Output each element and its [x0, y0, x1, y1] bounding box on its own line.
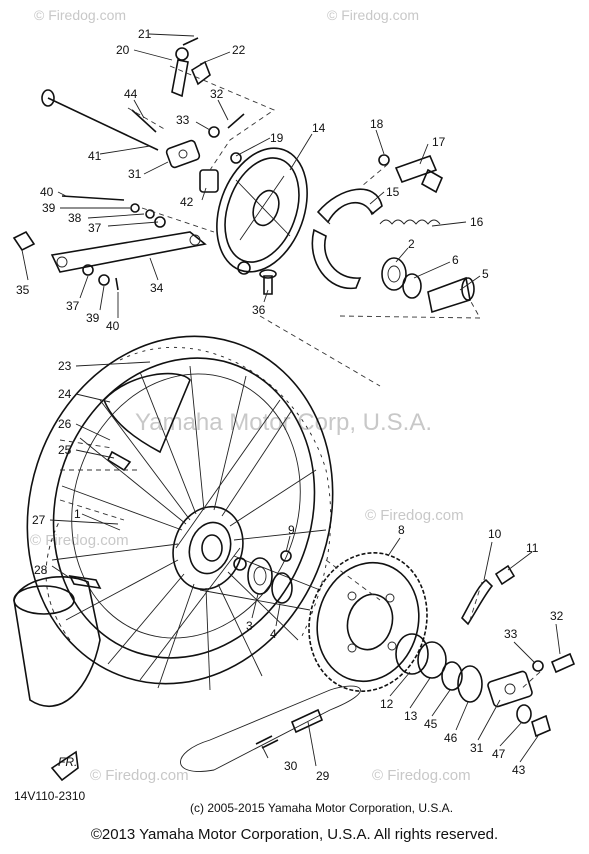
callout-2: 2 [408, 237, 415, 251]
callout-11: 11 [526, 541, 539, 555]
callout-32: 32 [210, 87, 224, 101]
callout-29: 29 [316, 769, 330, 783]
callout-15: 15 [386, 185, 400, 199]
callout-31-bottom: 31 [470, 741, 484, 755]
callout-40-bottom: 40 [106, 319, 120, 333]
front-arrow-label: FR. [58, 755, 77, 769]
callout-37-bottom: 37 [66, 299, 80, 313]
watermark-mid-left: © Firedog.com [30, 532, 129, 549]
callout-17: 17 [432, 135, 446, 149]
watermark-bottom-left: © Firedog.com [90, 767, 189, 784]
diagram-code: 14V110-2310 [14, 789, 86, 803]
callout-23: 23 [58, 359, 72, 373]
callout-45: 45 [424, 717, 438, 731]
callout-46: 46 [444, 731, 458, 745]
callout-44: 44 [124, 87, 138, 101]
callout-38: 38 [68, 211, 82, 225]
callout-14: 14 [312, 121, 326, 135]
callout-30: 30 [284, 759, 298, 773]
callout-39-bottom: 39 [86, 311, 100, 325]
callout-40-top: 40 [40, 185, 54, 199]
callout-27: 27 [32, 513, 46, 527]
callout-5: 5 [482, 267, 489, 281]
callout-16: 16 [470, 215, 484, 229]
callout-22: 22 [232, 43, 246, 57]
wheel-assembly-drawing [13, 335, 576, 782]
watermark-top-right: © Firedog.com [327, 7, 419, 23]
callout-36: 36 [252, 303, 266, 317]
callout-26: 26 [58, 417, 72, 431]
callout-20: 20 [116, 43, 130, 57]
brake-assembly-drawing [12, 37, 481, 387]
callout-41: 41 [88, 149, 102, 163]
watermark-top-left: © Firedog.com [34, 7, 126, 23]
diagram-small-copyright: (c) 2005-2015 Yamaha Motor Corporation, … [190, 801, 453, 815]
callout-42: 42 [180, 195, 194, 209]
callout-28: 28 [34, 563, 48, 577]
leader-lines [21, 33, 561, 767]
callout-39-top: 39 [42, 201, 56, 215]
callout-10: 10 [488, 527, 502, 541]
callout-12: 12 [380, 697, 394, 711]
callout-33-bottom: 33 [504, 627, 518, 641]
callout-19: 19 [270, 131, 284, 145]
callout-32-bottom: 32 [550, 609, 564, 623]
callout-31: 31 [128, 167, 142, 181]
watermark-bottom-right: © Firedog.com [372, 767, 471, 784]
callout-4: 4 [270, 627, 277, 641]
callout-21: 21 [138, 27, 152, 41]
callout-3: 3 [246, 619, 253, 633]
callout-24: 24 [58, 387, 72, 401]
callout-6: 6 [452, 253, 459, 267]
watermark-mid-right: © Firedog.com [365, 507, 464, 524]
callout-labels: 21 20 22 44 32 33 41 31 14 19 18 17 42 1… [16, 27, 564, 783]
footer-copyright: ©2013 Yamaha Motor Corporation, U.S.A. A… [90, 826, 499, 843]
callout-34: 34 [150, 281, 164, 295]
callout-47: 47 [492, 747, 506, 761]
callout-35: 35 [16, 283, 30, 297]
callout-1: 1 [74, 507, 81, 521]
callout-18: 18 [370, 117, 384, 131]
callout-33: 33 [176, 113, 190, 127]
callout-43: 43 [512, 763, 526, 777]
callout-37-top: 37 [88, 221, 102, 235]
callout-8: 8 [398, 523, 405, 537]
callout-9: 9 [288, 523, 295, 537]
callout-25: 25 [58, 443, 72, 457]
callout-13: 13 [404, 709, 418, 723]
